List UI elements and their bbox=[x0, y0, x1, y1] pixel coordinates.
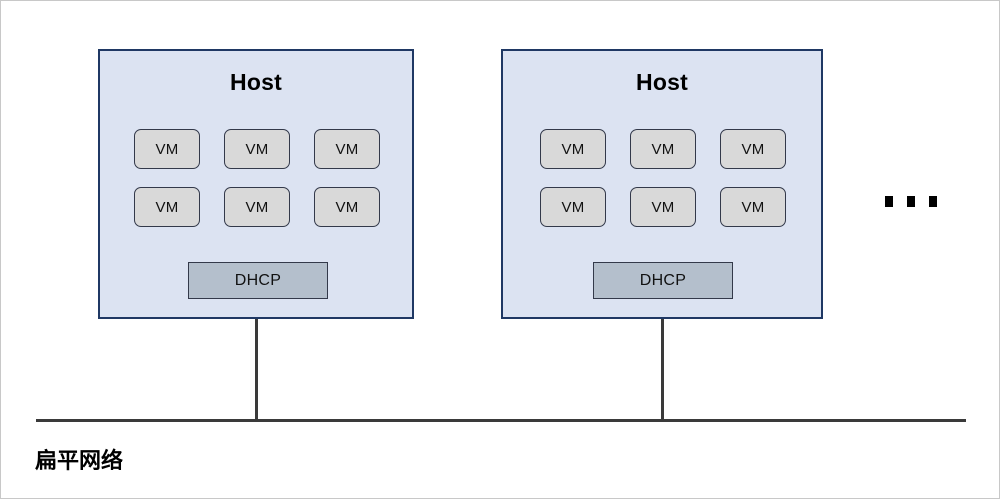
vm-box[interactable]: VM bbox=[630, 129, 696, 169]
vm-box[interactable]: VM bbox=[314, 129, 380, 169]
ellipsis-dot bbox=[885, 196, 893, 207]
host-1-network-connector bbox=[255, 319, 258, 422]
vm-grid-1: VM VM VM VM VM VM bbox=[134, 129, 380, 227]
host-title-1: Host bbox=[230, 69, 282, 95]
more-hosts-ellipsis-icon bbox=[885, 196, 937, 207]
vm-box[interactable]: VM bbox=[224, 187, 290, 227]
vm-box[interactable]: VM bbox=[630, 187, 696, 227]
ellipsis-dot bbox=[907, 196, 915, 207]
vm-box[interactable]: VM bbox=[134, 187, 200, 227]
vm-box[interactable]: VM bbox=[224, 129, 290, 169]
host-title-2: Host bbox=[636, 69, 688, 95]
vm-box[interactable]: VM bbox=[720, 129, 786, 169]
host-2-network-connector bbox=[661, 319, 664, 422]
flat-network-label: 扁平网络 bbox=[35, 448, 124, 473]
dhcp-box-2[interactable]: DHCP bbox=[593, 262, 733, 299]
flat-network-bus bbox=[36, 419, 966, 422]
vm-box[interactable]: VM bbox=[540, 187, 606, 227]
host-box-2: Host VM VM VM VM VM VM DHCP bbox=[501, 49, 823, 319]
host-box-1: Host VM VM VM VM VM VM DHCP bbox=[98, 49, 414, 319]
vm-box[interactable]: VM bbox=[720, 187, 786, 227]
ellipsis-dot bbox=[929, 196, 937, 207]
dhcp-box-1[interactable]: DHCP bbox=[188, 262, 328, 299]
vm-box[interactable]: VM bbox=[134, 129, 200, 169]
vm-grid-2: VM VM VM VM VM VM bbox=[540, 129, 786, 227]
vm-box[interactable]: VM bbox=[540, 129, 606, 169]
vm-box[interactable]: VM bbox=[314, 187, 380, 227]
